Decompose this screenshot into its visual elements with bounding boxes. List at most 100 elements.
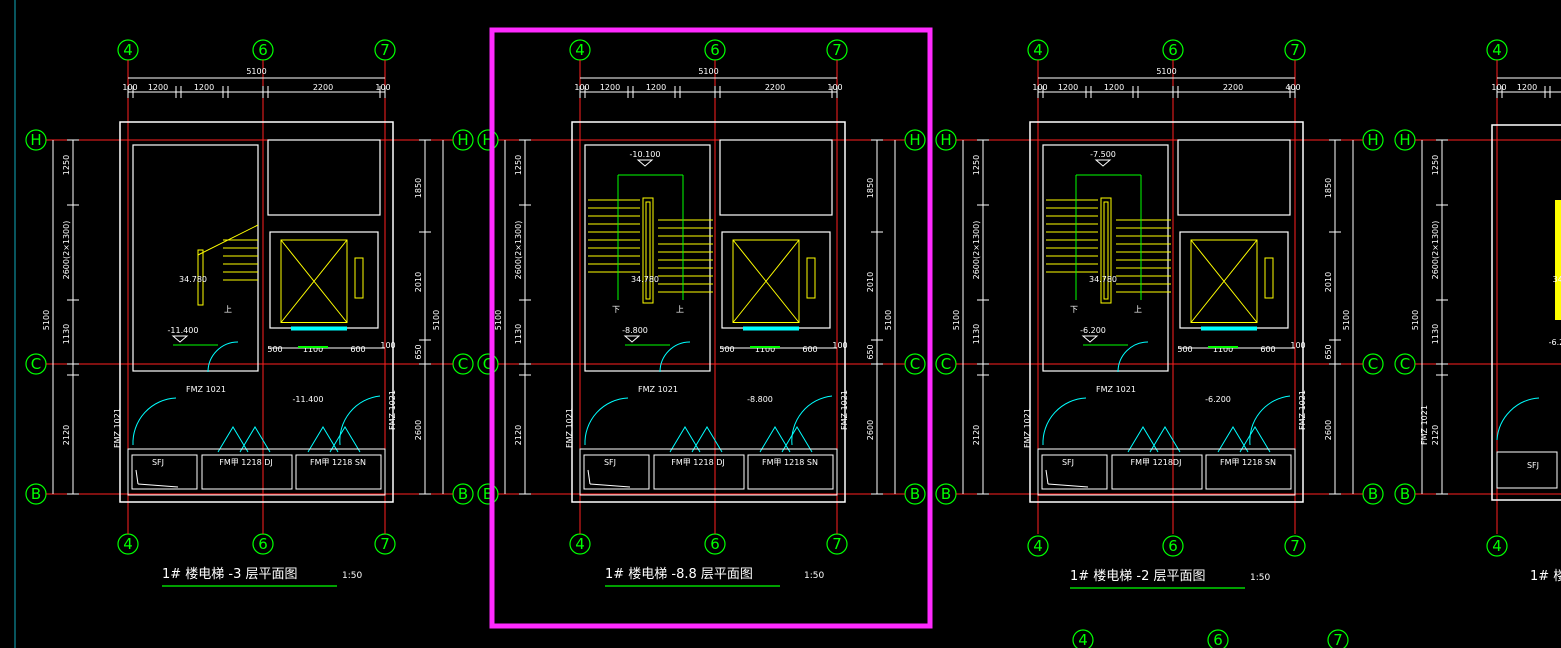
next-axis-bubble-7-label: 7 bbox=[1333, 631, 1343, 648]
axis-bubble-h-right-label: H bbox=[909, 131, 920, 149]
dim-left-d: 2120 bbox=[62, 425, 71, 445]
dim-d4: 1200 bbox=[646, 83, 666, 92]
level-corridor-text: -6.200 bbox=[1205, 395, 1231, 404]
level-mid: 34. bbox=[1553, 275, 1561, 284]
next-axis-bubble-6-circle bbox=[1207, 629, 1229, 648]
room-door-1-a bbox=[1217, 426, 1249, 453]
axis-bubble-c-left-label: C bbox=[941, 355, 951, 373]
dim-door-w1: 500 bbox=[267, 345, 282, 354]
dim-d6: 2200 bbox=[1223, 83, 1243, 92]
dim-left-c: 1130 bbox=[514, 324, 523, 344]
door-swing-right bbox=[791, 395, 833, 446]
stair-shaft-wall bbox=[132, 144, 259, 372]
dim-left-a: 1250 bbox=[514, 155, 523, 175]
room-sfj-mark-2 bbox=[137, 483, 179, 488]
dim-d7: 100 bbox=[827, 83, 842, 92]
room-sfj-label: SFJ bbox=[1062, 458, 1074, 467]
axis-bubble-4-bottom-label: 4 bbox=[575, 535, 585, 553]
door-label-left: FMZ 1021 bbox=[565, 408, 574, 448]
dim-right-total: 5100 bbox=[432, 310, 441, 330]
dim-left-c: 1130 bbox=[972, 324, 981, 344]
axis-bubble-4-bottom-label: 4 bbox=[1033, 537, 1043, 555]
axis-bubble-c-right-label: C bbox=[1368, 355, 1378, 373]
stair-run bbox=[197, 224, 259, 306]
dim-left-b: 2600(2×1300) bbox=[514, 221, 523, 280]
axis-bubble-7-top-label: 7 bbox=[832, 41, 842, 59]
dim-door-w3: 600 bbox=[802, 345, 817, 354]
room-door-0-b bbox=[1149, 426, 1181, 453]
room-dj bbox=[653, 454, 745, 490]
dim-door-marker bbox=[750, 346, 780, 348]
elevator-counterweight bbox=[806, 257, 816, 299]
dim-left-a: 1250 bbox=[972, 155, 981, 175]
dim-right-a: 1850 bbox=[414, 178, 423, 198]
level-corridor-text: -8.800 bbox=[747, 395, 773, 404]
axis-bubble-h-right-label: H bbox=[457, 131, 468, 149]
level-corridor-text: -11.400 bbox=[293, 395, 324, 404]
axis-bubble-4-top-label: 4 bbox=[575, 41, 585, 59]
dim-total-text: 5100 bbox=[698, 67, 718, 76]
plan-3: 467467HCB51001001200120012502600(2×1300)… bbox=[1394, 39, 1561, 584]
stair-up-label: 上 bbox=[224, 305, 232, 314]
dim-d2: 1200 bbox=[148, 83, 168, 92]
level-lobby: -6.20 bbox=[1549, 338, 1561, 347]
shaft-upper-wall bbox=[1177, 139, 1291, 216]
dim-d4: 1200 bbox=[194, 83, 214, 92]
dim-left-a: 1250 bbox=[1431, 155, 1440, 175]
room-sfj-mark-2 bbox=[589, 483, 631, 488]
room-door-0-a bbox=[1127, 426, 1159, 453]
room-sn bbox=[295, 454, 382, 490]
axis-bubble-b-left-label: B bbox=[1400, 485, 1410, 503]
dim-d7: 400 bbox=[1285, 83, 1300, 92]
axis-bubble-6-bottom-label: 6 bbox=[710, 535, 720, 553]
room-sfj bbox=[131, 454, 198, 490]
stair-up-label: 上 bbox=[1134, 305, 1142, 314]
door-label-right: FMZ 1021 bbox=[840, 390, 849, 430]
elevator-door bbox=[1201, 326, 1257, 331]
stair-up-label: 上 bbox=[676, 305, 684, 314]
room-door-0-b bbox=[691, 426, 723, 453]
level-top-text: -7.500 bbox=[1090, 150, 1116, 159]
axis-bubble-h-left-label: H bbox=[30, 131, 41, 149]
axis-bubble-h-left-label: H bbox=[482, 131, 493, 149]
door-label-stair: FMZ 1021 bbox=[1096, 385, 1136, 394]
dim-left-c: 1130 bbox=[1431, 324, 1440, 344]
door-swing-left bbox=[1496, 397, 1540, 441]
door-swing-stair bbox=[1117, 341, 1149, 373]
room-sn-label: FM甲 1218 SN bbox=[762, 458, 818, 467]
room-sfj bbox=[1041, 454, 1108, 490]
elevator-car bbox=[1190, 239, 1258, 323]
dim-total-text: 5100 bbox=[1156, 67, 1176, 76]
elevator-door bbox=[743, 326, 799, 331]
room-door-1-a bbox=[307, 426, 339, 453]
selection-rectangle[interactable] bbox=[489, 27, 933, 629]
axis-bubble-6-top-label: 6 bbox=[1168, 41, 1178, 59]
axis-bubble-h-left-label: H bbox=[1399, 131, 1410, 149]
room-sfj-box bbox=[1496, 451, 1558, 489]
dim-right-d: 2600 bbox=[414, 420, 423, 440]
dim-total-text: 5100 bbox=[246, 67, 266, 76]
door-swing-left bbox=[132, 397, 177, 446]
shaft-upper-wall bbox=[267, 139, 381, 216]
room-door-1-b bbox=[781, 426, 813, 453]
door-swing-right bbox=[339, 395, 381, 446]
axis-bubble-h-right-label: H bbox=[1367, 131, 1378, 149]
axis-bubble-7-bottom-label: 7 bbox=[1290, 537, 1300, 555]
dim-right-b: 2010 bbox=[1324, 272, 1333, 292]
dim-right-a: 1850 bbox=[866, 178, 875, 198]
door-label-left: FMZ 1021 bbox=[1420, 405, 1429, 445]
dim-left-e: 5100 bbox=[42, 310, 51, 330]
outer-wall bbox=[1029, 121, 1304, 503]
next-axis-bubble-7-circle bbox=[1327, 629, 1349, 648]
room-sfj bbox=[583, 454, 650, 490]
room-door-0-a bbox=[217, 426, 249, 453]
dim-door-w1: 500 bbox=[1177, 345, 1192, 354]
stair-edge bbox=[1555, 200, 1561, 320]
elevator-car bbox=[280, 239, 348, 323]
dim-door-w4: 100 bbox=[380, 341, 395, 350]
